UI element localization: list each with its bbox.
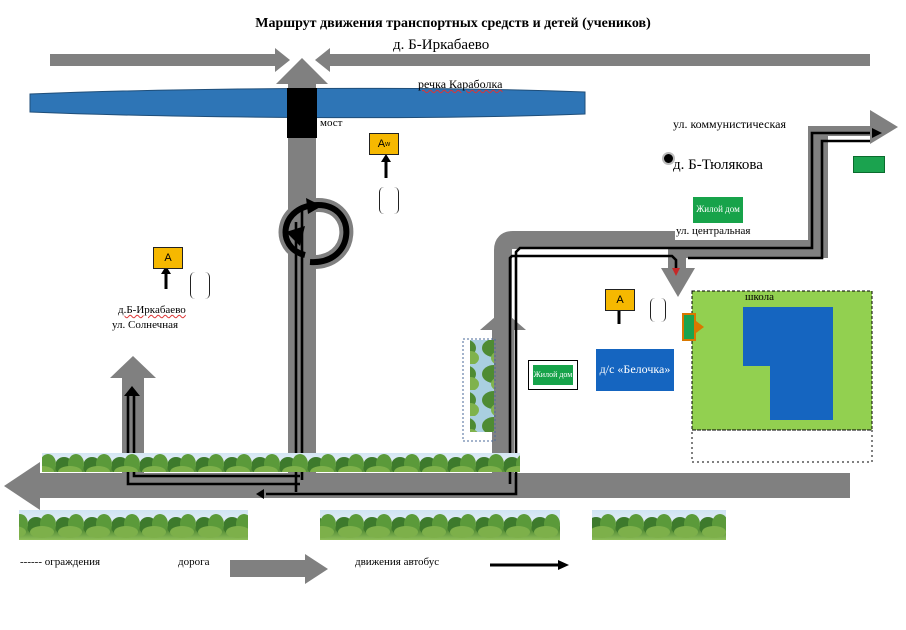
label-school: школа — [745, 291, 774, 303]
label-village-tyulyakova: д. Б-Тюлякова — [673, 157, 763, 173]
house-upper: Жилой дом — [693, 197, 743, 223]
map-title: Маршрут движения транспортных средств и … — [255, 16, 651, 31]
bus-stop-letter: А — [164, 252, 172, 264]
trees-bottom-2 — [320, 510, 560, 540]
bus-route — [126, 131, 870, 496]
bus-stop-letter: А — [377, 138, 386, 150]
kindergarten: д/с «Белочка» — [596, 349, 674, 391]
school-fence-lower — [691, 429, 873, 463]
label-street-solnechnaya: ул. Солнечная — [112, 319, 179, 331]
house-lower-frame: Жилой дом — [528, 360, 578, 390]
fence-vertical-trees — [462, 338, 496, 442]
pedestrian-crossing-2 — [190, 272, 210, 299]
label-street-kommunisticheskaya: ул. коммунистическая — [673, 117, 786, 131]
house-lower: Жилой дом — [533, 365, 573, 385]
trees-top-left — [42, 453, 520, 472]
label-street-centralnaya: ул. центральная — [676, 225, 751, 237]
legend-road-arrow — [230, 554, 328, 584]
school-building — [743, 307, 833, 420]
bus-stop-subscript: w — [385, 140, 391, 148]
bridge — [287, 88, 317, 138]
label-village-top: д. Б-Иркабаево — [393, 37, 490, 53]
trees-bottom-1 — [19, 510, 248, 540]
bus-stop-sign-3: А — [605, 289, 635, 311]
location-marker-icon — [662, 152, 675, 165]
pedestrian-crossing-3 — [650, 298, 666, 322]
label-river: речка Караболка — [418, 77, 503, 91]
label-village-left: д.Б-Иркабаево — [118, 304, 186, 316]
trees-bottom-3 — [592, 510, 726, 540]
legend-road: дорога — [178, 556, 210, 568]
bus-stop-letter: А — [616, 294, 624, 306]
green-sign — [853, 156, 885, 173]
school-gate — [682, 313, 704, 341]
label-bridge: мост — [320, 117, 343, 129]
route-arrowheads — [124, 128, 882, 499]
legend-bus: движения автобус — [355, 556, 440, 568]
trees-vertical — [470, 340, 494, 432]
stop-post-2-arrow — [161, 266, 171, 274]
road-main — [4, 462, 850, 510]
pedestrian-crossing-1 — [379, 187, 399, 214]
stop-post-1-arrow — [381, 154, 391, 162]
legend-bus-arrow — [490, 560, 569, 570]
bus-stop-sign-2: А — [153, 247, 183, 269]
legend-fence: ------ ограждения — [20, 556, 101, 568]
